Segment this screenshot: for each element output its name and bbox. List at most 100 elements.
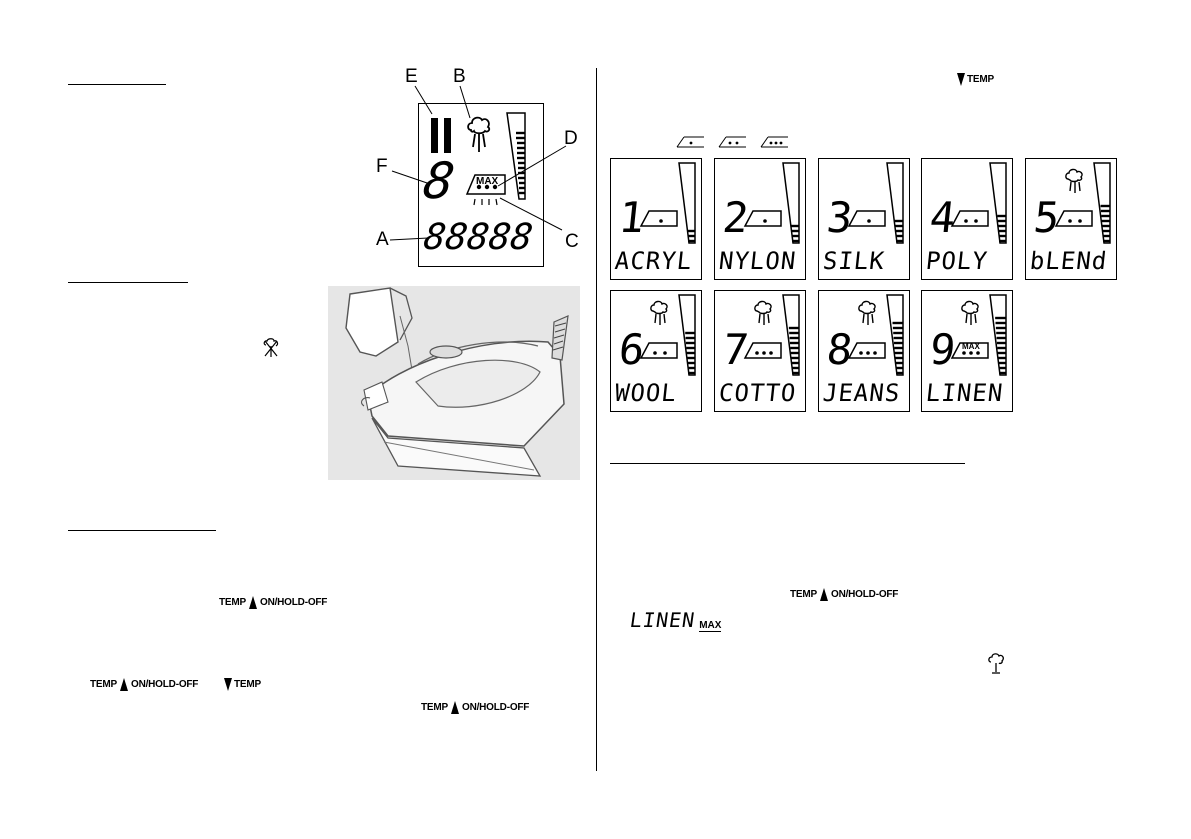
panel-number: 3 — [824, 193, 855, 242]
anti-calc-icon — [263, 338, 279, 357]
level-bar-outline — [1093, 162, 1111, 244]
temp-label: TEMP — [90, 679, 117, 690]
panel-number: 6 — [616, 325, 647, 374]
column-divider — [596, 68, 597, 771]
panel-fabric-word: NYLON — [717, 247, 798, 275]
temp-up-on-hold-off-button-4[interactable]: TEMP ON/HOLD-OFF — [790, 588, 898, 601]
steam-icon-small — [988, 653, 1004, 674]
heat-dot — [976, 351, 980, 355]
arrow-down-icon — [224, 678, 232, 691]
heat-dot — [663, 351, 667, 355]
steam-icon — [858, 300, 876, 325]
heat-dot — [659, 219, 663, 223]
section-heading-rule-3 — [68, 530, 216, 531]
temp-down-label: TEMP — [234, 679, 261, 690]
heat-dot — [763, 219, 767, 223]
panel-graphics — [950, 162, 1007, 244]
on-hold-off-label: ON/HOLD-OFF — [830, 589, 899, 600]
heat-dot — [866, 351, 870, 355]
callout-e: E — [405, 66, 418, 87]
panel-fabric-word: JEANS — [821, 379, 902, 407]
soleplate-icon — [950, 210, 989, 227]
max-label: MAX — [962, 342, 980, 351]
soleplate-three-dot-icon — [760, 136, 788, 148]
on-hold-off-label: ON/HOLD-OFF — [259, 597, 328, 608]
panel-fabric-word: WOOL — [613, 379, 679, 407]
panel-graphics: MAX — [950, 294, 1007, 376]
panel-fabric-word: POLY — [924, 247, 990, 275]
temp-down-button-right[interactable]: TEMP — [957, 73, 994, 86]
soleplate-one-dot-icon — [676, 136, 704, 148]
panel-fabric-word: SILK — [821, 247, 887, 275]
arrow-down-icon — [957, 73, 965, 86]
heat-dot — [1078, 219, 1082, 223]
level-bar-outline — [782, 294, 800, 376]
heat-dot — [964, 219, 968, 223]
soleplate-icon — [743, 342, 782, 359]
soleplate-icon — [847, 210, 886, 227]
level-bar-outline — [989, 294, 1007, 376]
temp-down-button[interactable]: TEMP — [224, 678, 261, 691]
soleplate-icon — [950, 342, 989, 359]
steam-icon — [754, 300, 772, 325]
level-bar-outline — [782, 162, 800, 244]
section-heading-rule-2 — [68, 282, 188, 283]
heat-dot — [762, 351, 766, 355]
temp-label: TEMP — [219, 597, 246, 608]
panel-fabric-word: bLENd — [1028, 247, 1109, 275]
level-bar-outline — [678, 162, 696, 244]
heat-dot — [755, 351, 759, 355]
panel-graphics — [1054, 162, 1111, 244]
panel-number: 7 — [720, 325, 751, 374]
panel-graphics — [639, 294, 696, 376]
panel-graphics — [743, 294, 800, 376]
panel-fabric-word: LINEN — [924, 379, 1005, 407]
lcd-display-frame — [418, 103, 544, 267]
on-hold-off-label: ON/HOLD-OFF — [461, 702, 530, 713]
panel-number: 1 — [616, 193, 647, 242]
panel-graphics — [847, 294, 904, 376]
temp-up-on-hold-off-button[interactable]: TEMP ON/HOLD-OFF — [219, 596, 327, 609]
indicator-bar-right — [444, 118, 451, 153]
temp-up-on-hold-off-button-2[interactable]: TEMP ON/HOLD-OFF — [90, 678, 198, 691]
on-hold-off-label: ON/HOLD-OFF — [130, 679, 199, 690]
panel-graphics — [847, 162, 904, 244]
arrow-up-icon — [248, 596, 257, 609]
soleplate-icon — [465, 174, 506, 206]
soleplate-icon — [1054, 210, 1093, 227]
temp-label: TEMP — [421, 702, 448, 713]
heat-dot — [974, 219, 978, 223]
temp-label: TEMP — [790, 589, 817, 600]
soleplate-two-dot-icon — [718, 136, 746, 148]
callout-a: A — [376, 229, 389, 250]
heat-dot — [969, 351, 973, 355]
level-bar-outline — [886, 162, 904, 244]
temp-down-label: TEMP — [967, 74, 994, 85]
steam-icon — [961, 300, 979, 325]
callout-lines — [389, 85, 567, 241]
indicator-bar-left — [431, 118, 438, 153]
temp-up-on-hold-off-button-3[interactable]: TEMP ON/HOLD-OFF — [421, 701, 529, 714]
callout-c: C — [565, 231, 579, 252]
linen-max-readout: LINEN MAX — [628, 608, 722, 632]
arrow-up-icon — [119, 678, 128, 691]
callout-f: F — [376, 156, 388, 177]
panel-number: 5 — [1031, 193, 1062, 242]
panel-fabric-word: ACRYL — [613, 247, 694, 275]
callout-b: B — [453, 66, 466, 87]
heat-dot — [867, 219, 871, 223]
fabric-panel: 5 bLENd — [1025, 158, 1117, 280]
heat-dot — [962, 351, 966, 355]
heat-dot — [859, 351, 863, 355]
iron-filling-illustration — [328, 286, 580, 480]
arrow-up-icon — [819, 588, 828, 601]
callout-d: D — [564, 128, 578, 149]
panel-number: 4 — [927, 193, 958, 242]
